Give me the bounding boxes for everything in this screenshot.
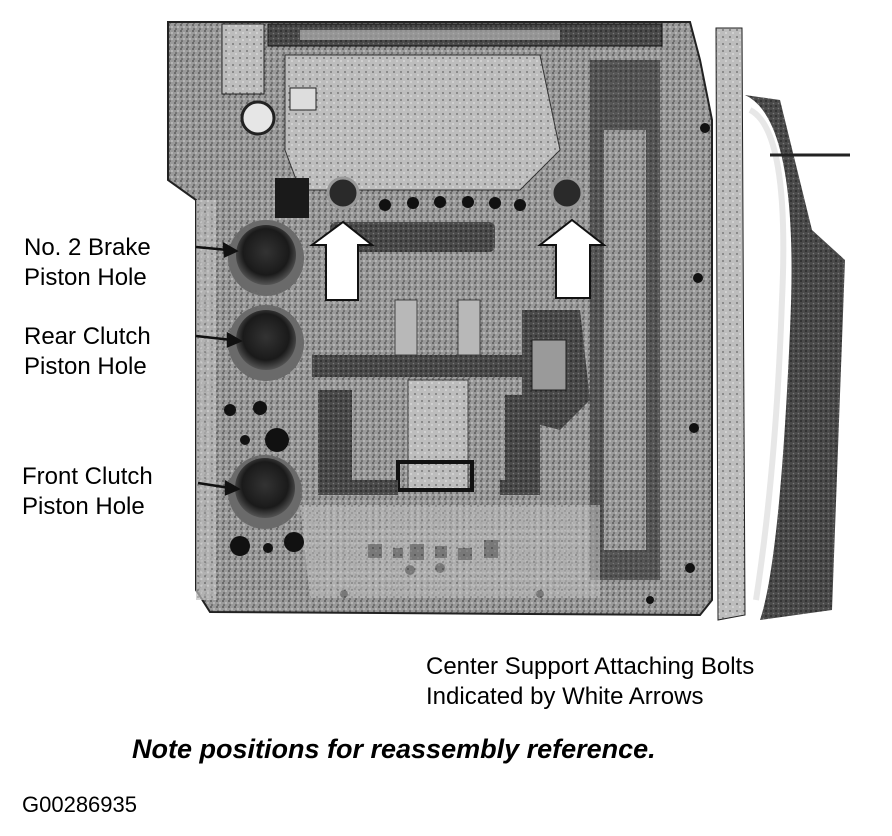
label-front-clutch: Front Clutch Piston Hole: [22, 462, 153, 522]
label-line: Piston Hole: [22, 493, 145, 520]
leader-arrow-front-clutch: [197, 479, 241, 496]
leader-arrow-rear-clutch: [195, 331, 243, 348]
figure-id: G00286935: [22, 792, 137, 817]
front-clutch-bore: [228, 455, 302, 529]
label-center-support-bolts: Center Support Attaching Bolts Indicated…: [426, 652, 754, 712]
rear-clutch-bore: [228, 305, 304, 381]
reassembly-note: Note positions for reassembly reference.: [132, 734, 656, 764]
no-2-brake-bore: [228, 220, 304, 296]
white-arrow-left: [308, 220, 375, 301]
label-line: No. 2 Brake: [24, 234, 151, 261]
label-line: Piston Hole: [24, 353, 147, 380]
label-line: Center Support Attaching Bolts: [426, 653, 755, 680]
label-line: Piston Hole: [24, 264, 147, 291]
label-line: Rear Clutch: [24, 323, 151, 350]
label-rear-clutch: Rear Clutch Piston Hole: [24, 322, 151, 382]
label-line: Front Clutch: [22, 463, 153, 490]
transmission-case: [167, 21, 850, 621]
white-arrow-right: [537, 218, 607, 299]
label-no-2-brake: No. 2 Brake Piston Hole: [24, 233, 151, 293]
leader-arrow-no-2-brake: [195, 241, 239, 258]
label-line: Indicated by White Arrows: [426, 683, 704, 710]
